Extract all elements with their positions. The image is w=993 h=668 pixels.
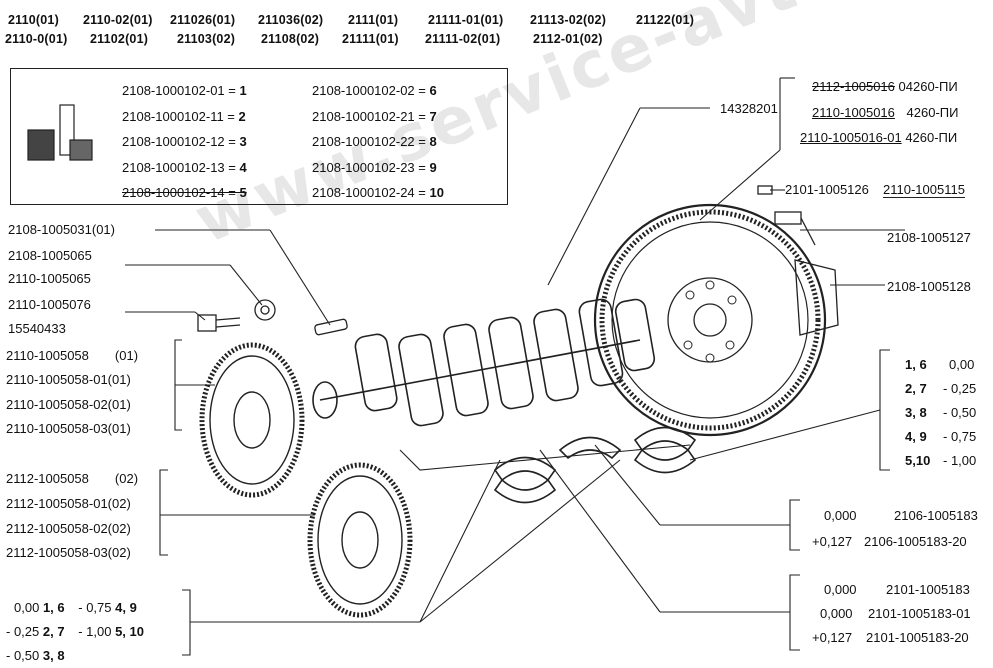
bolt-left-head [197,314,217,332]
washer [254,299,276,321]
legend-item: 2108-1000102-02 = 6 [312,83,437,98]
label-washer-2: 2108-1005128 [887,279,971,294]
bearing-set-legend [10,68,508,205]
model-code: 21111(01) [342,32,399,46]
label-flywheel-b: 2110-1005016 4260-ПИ [812,105,959,120]
model-code: 2111(01) [348,13,399,27]
bracket-size-right [879,349,890,471]
model-code: 2110(01) [8,13,59,27]
label-flywheel-c: 2110-1005016-01 4260-ПИ [800,130,958,145]
label-washer-b: 2110-1005065 [8,271,91,286]
model-code: 21108(02) [261,32,320,46]
kit-icon [27,104,93,161]
bracket-pulley2 [159,469,168,556]
flywheel [593,203,827,437]
model-code: 211036(02) [258,13,324,27]
legend-item: 2108-1000102-23 = 9 [312,159,437,175]
label-pin: 2101-1005126 [785,182,869,197]
size-row: 3, 8- 0,50 [905,405,977,420]
lock-plate [794,259,839,336]
bracket-size-left [182,589,191,656]
model-code: 21122(01) [636,13,695,27]
label-bolt-a: 2110-1005076 [8,297,91,312]
size-row: 2, 7- 0,25 [905,381,977,396]
label-plug: 14328201 [720,101,778,116]
bolt-head [774,211,802,225]
size-row: 4, 9- 0,75 [905,429,977,444]
size-row: - 0,25 2, 7 - 1,00 5, 10 [6,624,144,639]
label-pulley1-base: 2110-1005058(01) [6,348,139,363]
pulley-upper [199,342,305,498]
label-flywheel-a: 2112-1005016 04260-ПИ [812,79,958,94]
pin [757,185,773,195]
legend-left-column: 2108-1000102-01 = 1 2108-1000102-11 = 2 … [122,78,247,206]
pulley-lower [307,462,413,618]
legend-item: 2108-1000102-01 = 1 [122,83,247,98]
label-pulley1-01: 2110-1005058-01(01) [6,372,131,387]
legend-item: 2108-1000102-14 = 5 [122,185,247,200]
bearing-shells [493,426,697,504]
label-pulley2-03: 2112-1005058-03(02) [6,545,131,560]
legend-item: 2108-1000102-24 = 10 [312,185,444,200]
label-washer-1: 2108-1005127 [887,230,971,245]
label-pulley2-02: 2112-1005058-02(02) [6,521,131,536]
label-washer-a: 2108-1005065 [8,248,92,263]
label-pulley1-02: 2110-1005058-02(01) [6,397,131,412]
size-row: 0,00 1, 6 - 0,75 4, 9 [14,600,137,615]
legend-item: 2108-1000102-11 = 2 [122,108,246,124]
key [314,318,348,336]
size-table-left: 0,00 1, 6 - 0,75 4, 9 - 0,25 2, 7 - 1,00… [6,596,144,668]
label-pulley2-01: 2112-1005058-01(02) [6,496,131,511]
model-code: 2110-0(01) [5,32,68,46]
model-code: 2112-01(02) [533,32,603,46]
legend-item: 2108-1000102-13 = 4 [122,159,247,175]
legend-item: 2108-1000102-21 = 7 [312,108,437,124]
model-code: 211026(01) [170,13,236,27]
model-code: 21102(01) [90,32,149,46]
crankshaft [312,298,656,427]
model-code: 21111-02(01) [425,32,501,46]
size-row: 5,10- 1,00 [905,453,977,468]
model-code: 21103(02) [177,32,236,46]
label-bolt-b: 15540433 [8,321,66,336]
legend-right-column: 2108-1000102-02 = 6 2108-1000102-21 = 7 … [312,78,444,206]
label-pulley2-base: 2112-1005058(02) [6,471,139,486]
model-code: 21111-01(01) [428,13,504,27]
label-flywheel-bolt: 2110-1005115 [883,182,965,198]
legend-item: 2108-1000102-12 = 3 [122,134,247,149]
size-row: - 0,50 3, 8 [6,648,65,663]
label-pulley1-03: 2110-1005058-03(01) [6,421,131,436]
label-pulley-key: 2108-1005031(01) [8,222,115,237]
model-code: 2110-02(01) [83,13,153,27]
model-code: 21113-02(02) [530,13,607,27]
legend-item: 2108-1000102-22 = 8 [312,134,437,149]
